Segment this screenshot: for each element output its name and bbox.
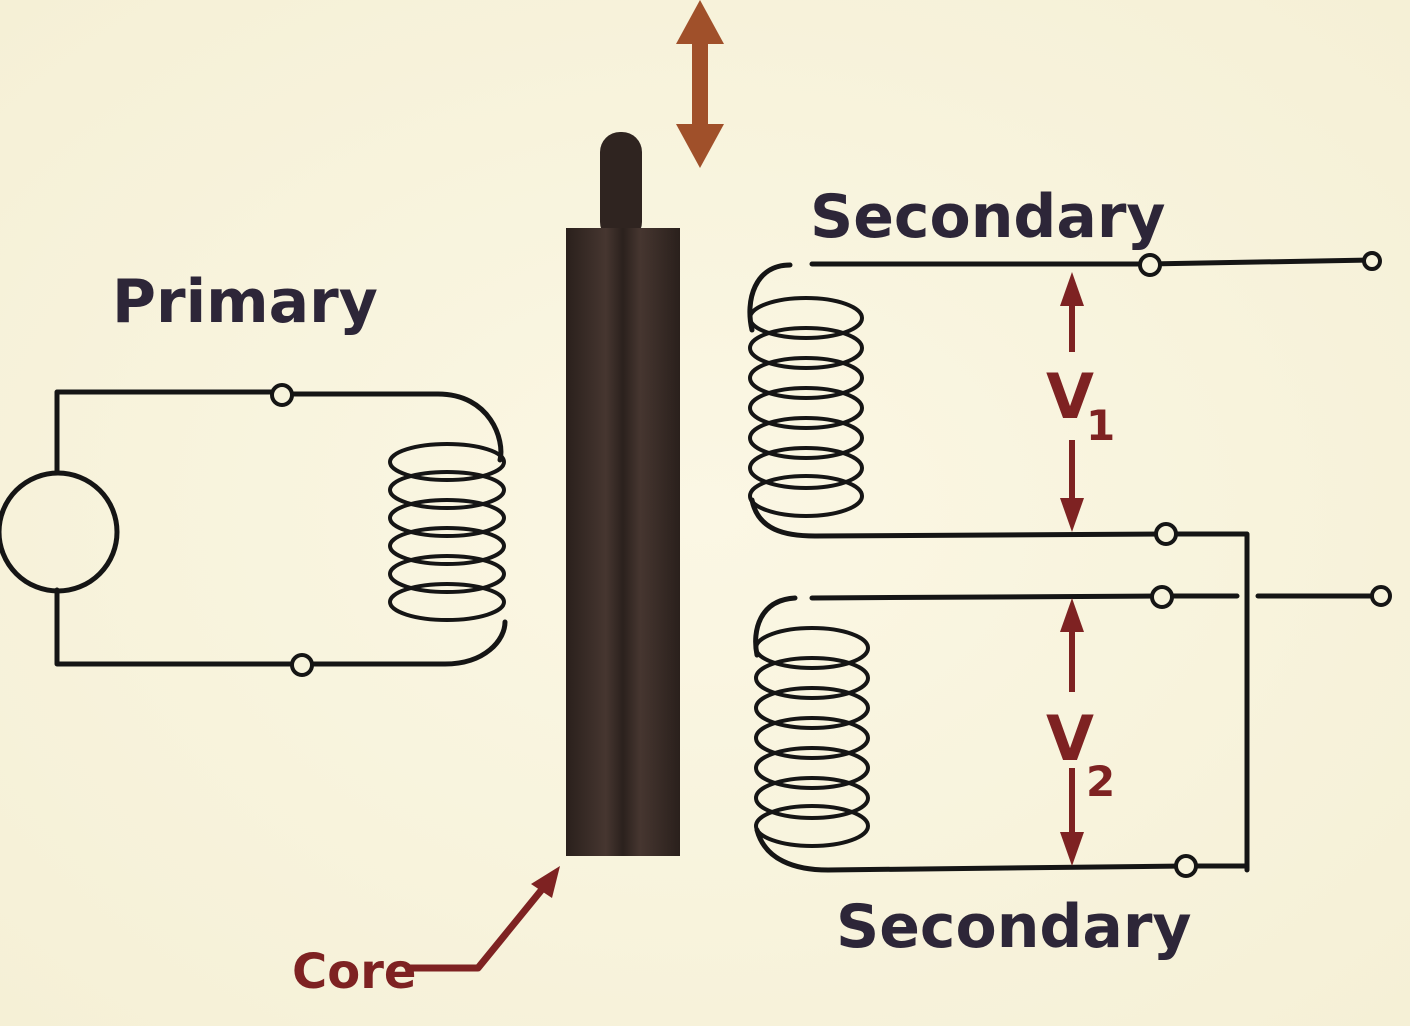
secondary1-terminal-bottom <box>1154 522 1178 546</box>
secondary-bottom-label: Secondary <box>836 892 1192 962</box>
secondary-coil-2 <box>754 626 870 848</box>
core-label: Core <box>292 944 416 1000</box>
core <box>566 132 680 856</box>
v2-subscript: 2 <box>1086 757 1115 806</box>
v1-label: V <box>1046 360 1094 433</box>
v2-arrow-icon <box>1060 598 1084 866</box>
primary-terminal-top <box>270 383 294 407</box>
primary-circuit <box>0 383 508 677</box>
secondary2-terminal-top <box>1150 585 1174 609</box>
secondary-coil-1 <box>748 296 864 518</box>
core-rod <box>566 228 680 856</box>
v1-arrow-icon <box>1060 272 1084 532</box>
v1-subscript: 1 <box>1086 401 1115 450</box>
primary-coil <box>388 442 506 622</box>
secondary1-output-terminal <box>1362 251 1382 271</box>
primary-label: Primary <box>112 267 378 337</box>
primary-terminal-bottom <box>290 653 314 677</box>
core-pointer-arrow-icon <box>410 866 560 972</box>
secondary1-terminal-top <box>1138 253 1162 277</box>
secondary-circuit-1 <box>747 251 1382 873</box>
core-motion-arrow-icon <box>676 0 724 168</box>
secondary2-terminal-bottom <box>1174 854 1198 878</box>
v2-label: V <box>1046 702 1094 775</box>
ac-source-icon <box>0 470 120 594</box>
core-rod-top <box>600 132 642 242</box>
secondary-top-label: Secondary <box>810 182 1166 252</box>
secondary2-output-terminal <box>1370 585 1392 607</box>
secondary-circuit-2 <box>753 585 1392 878</box>
